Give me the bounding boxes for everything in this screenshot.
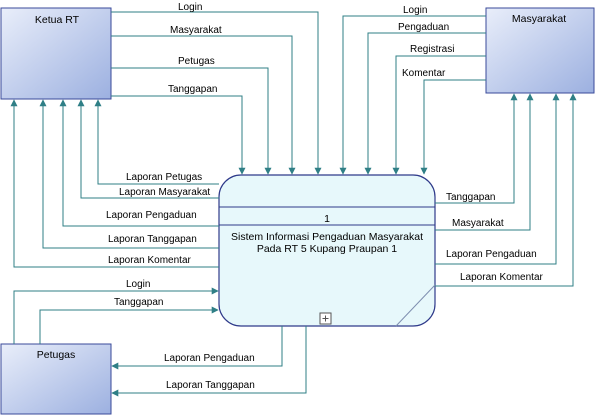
flow-line[interactable] <box>111 326 307 397</box>
process-name-line2: Pada RT 5 Kupang Praupan 1 <box>257 243 397 255</box>
flow-line[interactable] <box>435 93 560 265</box>
flow-line[interactable] <box>339 15 486 175</box>
flow-line[interactable] <box>77 99 219 199</box>
flows-system-to-masyarakat: Tanggapan Masyarakat Laporan Pengaduan L… <box>435 93 577 287</box>
flow-line[interactable] <box>39 306 219 344</box>
flow-line[interactable] <box>111 95 246 175</box>
entity-label: Petugas <box>37 349 76 361</box>
entity-box <box>485 7 595 94</box>
flow-label: Login <box>403 5 427 16</box>
flow-line[interactable] <box>392 55 486 175</box>
flow-line[interactable] <box>435 93 518 204</box>
flow-label: Pengaduan <box>398 22 449 33</box>
process-fold-line <box>395 284 436 327</box>
process-name-line1: Sistem Informasi Pengaduan Masyarakat <box>231 231 423 243</box>
entity-masyarakat[interactable]: Masyarakat <box>485 7 595 94</box>
flows-petugas-to-system: Login Tanggapan <box>13 279 219 344</box>
process-box <box>218 174 436 327</box>
flow-label: Laporan Komentar <box>108 255 192 266</box>
flow-label: Petugas <box>178 56 215 67</box>
flow-label: Laporan Petugas <box>126 172 202 183</box>
entity-ketua-rt[interactable]: Ketua RT <box>0 7 112 100</box>
flow-line[interactable] <box>364 32 486 175</box>
flow-label: Laporan Komentar <box>460 272 544 283</box>
flow-line[interactable] <box>10 99 219 268</box>
flow-label: Laporan Masyarakat <box>119 187 210 198</box>
flow-label: Login <box>126 279 150 290</box>
flow-line[interactable] <box>111 11 322 175</box>
flow-line[interactable] <box>94 99 219 185</box>
process-number: 1 <box>324 213 330 225</box>
flow-line[interactable] <box>111 35 296 175</box>
flow-label: Laporan Tanggapan <box>108 234 197 245</box>
flow-label: Masyarakat <box>452 218 504 229</box>
flows-system-to-ketua: Laporan Petugas Laporan Masyarakat Lapor… <box>10 99 219 268</box>
flow-line[interactable] <box>111 326 283 370</box>
flows-masyarakat-to-system: Login Pengaduan Registrasi Komentar <box>339 5 486 175</box>
flows-ketua-to-system: Login Masyarakat Petugas Tanggapan <box>111 2 322 175</box>
flows-system-to-petugas: Laporan Pengaduan Laporan Tanggapan <box>111 326 307 397</box>
process-sistem-informasi[interactable]: 1 Sistem Informasi Pengaduan Masyarakat … <box>218 174 436 327</box>
flow-line[interactable] <box>420 79 486 175</box>
plus-box-icon[interactable] <box>319 312 332 325</box>
flow-label: Laporan Tanggapan <box>166 380 255 391</box>
entity-box <box>0 7 112 100</box>
flow-label: Registrasi <box>410 44 454 55</box>
flow-label: Login <box>178 2 202 13</box>
flow-label: Laporan Pengaduan <box>164 353 255 364</box>
flow-label: Tanggapan <box>168 84 218 95</box>
flow-label: Masyarakat <box>170 25 222 36</box>
flow-line[interactable] <box>435 93 577 287</box>
entity-label: Masyarakat <box>512 13 566 25</box>
entity-box <box>0 343 112 415</box>
flow-label: Laporan Pengaduan <box>106 210 197 221</box>
flow-label: Tanggapan <box>114 297 164 308</box>
flow-line[interactable] <box>59 99 219 227</box>
entity-label: Ketua RT <box>35 14 80 26</box>
flow-label: Komentar <box>402 68 446 79</box>
entity-petugas[interactable]: Petugas <box>0 343 112 415</box>
flow-label: Laporan Pengaduan <box>446 249 537 260</box>
flow-line[interactable] <box>13 287 219 344</box>
flow-line[interactable] <box>111 67 272 175</box>
flow-line[interactable] <box>39 99 219 249</box>
flow-label: Tanggapan <box>446 192 496 203</box>
flow-line[interactable] <box>435 93 534 231</box>
